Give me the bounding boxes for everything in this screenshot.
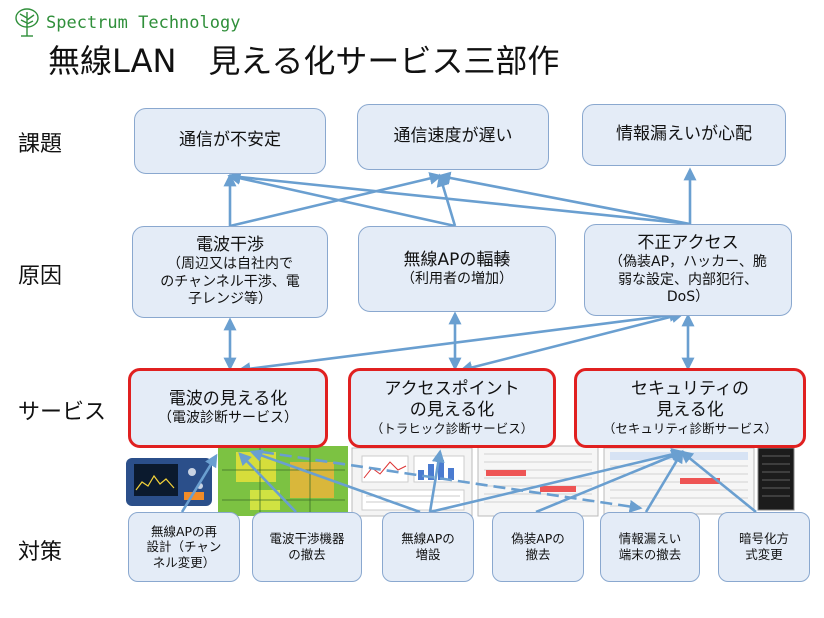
- cause-radio-interference: 電波干渉 （周辺又は自社内で のチャンネル干渉、電 子レンジ等）: [132, 226, 328, 318]
- measure-add-ap: 無線APの 増設: [382, 512, 474, 582]
- service-label: アクセスポイント の見える化: [384, 378, 520, 421]
- measure-label: 無線APの 増設: [401, 531, 455, 562]
- issue-slow-speed: 通信速度が遅い: [357, 104, 549, 170]
- service-label: 電波の見える化: [168, 388, 288, 409]
- issue-label: 通信速度が遅い: [393, 126, 513, 147]
- tree-logo-icon: [15, 8, 39, 37]
- issue-unstable-connection: 通信が不安定: [134, 108, 326, 174]
- issue-label: 情報漏えいが心配: [616, 124, 752, 145]
- service-security-visualization: セキュリティの 見える化 （セキュリティ診断サービス）: [574, 368, 806, 448]
- security-report-image: [477, 445, 599, 517]
- measure-ap-redesign: 無線APの再 設計（チャン ネル変更）: [128, 512, 240, 582]
- service-radio-visualization: 電波の見える化 （電波診断サービス）: [128, 368, 328, 448]
- row-label-services: サービス: [18, 400, 107, 425]
- page-title: 無線LAN 見える化サービス三部作: [48, 42, 560, 80]
- row-label-issues: 課題: [18, 132, 63, 157]
- issue-label: 通信が不安定: [179, 130, 281, 151]
- cause-detail: （周辺又は自社内で のチャンネル干渉、電 子レンジ等）: [160, 256, 300, 308]
- measure-label: 暗号化方 式変更: [738, 531, 789, 562]
- measure-change-encryption: 暗号化方 式変更: [718, 512, 810, 582]
- spectrum-analyzer-image: [126, 458, 212, 506]
- measure-label: 偽装APの 撤去: [511, 531, 565, 562]
- measure-label: 無線APの再 設計（チャン ネル変更）: [146, 523, 222, 570]
- service-detail: （トラヒック診断サービス）: [370, 421, 534, 437]
- service-label: セキュリティの 見える化: [631, 378, 749, 421]
- cause-label: 電波干渉: [196, 235, 264, 256]
- cause-label: 無線APの輻輳: [403, 249, 511, 270]
- measure-label: 電波干渉機器 の撤去: [269, 531, 345, 562]
- row-label-causes: 原因: [18, 264, 63, 289]
- measure-label: 情報漏えい 端末の撤去: [618, 531, 682, 562]
- measure-remove-leaking-terminal: 情報漏えい 端末の撤去: [600, 512, 700, 582]
- row-label-measures: 対策: [18, 540, 63, 565]
- measure-remove-interference-device: 電波干渉機器 の撤去: [252, 512, 362, 582]
- service-access-point-visualization: アクセスポイント の見える化 （トラヒック診断サービス）: [348, 368, 556, 448]
- cause-ap-congestion: 無線APの輻輳 （利用者の増加）: [358, 226, 556, 312]
- brand: Spectrum Technology: [14, 8, 240, 38]
- cause-label: 不正アクセス: [637, 233, 739, 254]
- cause-unauthorized-access: 不正アクセス （偽装AP，ハッカー、脆 弱な設定、内部犯行、 DoS）: [584, 224, 792, 316]
- service-detail: （電波診断サービス）: [158, 409, 298, 426]
- cause-detail: （偽装AP，ハッカー、脆 弱な設定、内部犯行、 DoS）: [609, 254, 767, 306]
- cause-detail: （利用者の増加）: [401, 270, 513, 287]
- service-detail: （セキュリティ診断サービス）: [602, 421, 778, 437]
- monitor-screen-image: [757, 447, 795, 511]
- brand-name: Spectrum Technology: [46, 13, 241, 33]
- measure-remove-rogue-ap: 偽装APの 撤去: [492, 512, 584, 582]
- issue-information-leak: 情報漏えいが心配: [582, 104, 786, 166]
